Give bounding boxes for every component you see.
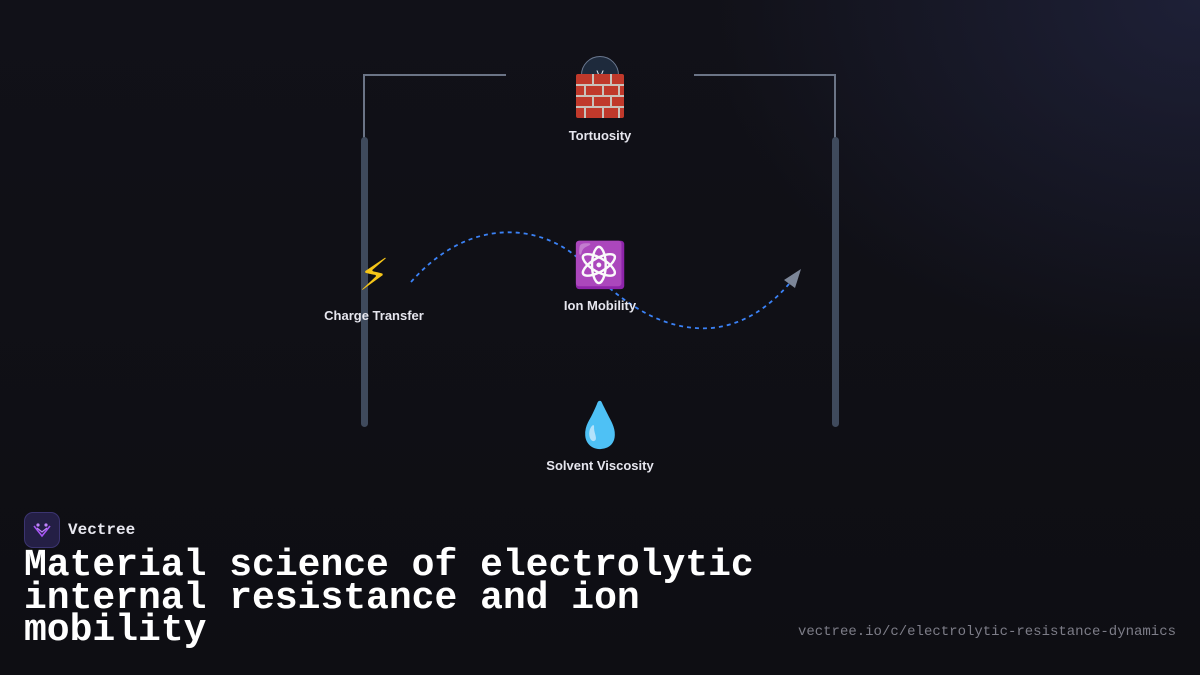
- left-electrode: [361, 137, 368, 427]
- left-wire: [363, 74, 506, 140]
- node-label-charge-transfer: Charge Transfer: [324, 308, 424, 323]
- brick-icon: [576, 74, 624, 118]
- node-charge-transfer: ⚡ Charge Transfer: [284, 250, 464, 323]
- atom-icon: ⚛️: [572, 240, 628, 291]
- lightning-icon: ⚡: [358, 250, 390, 301]
- right-electrode: [832, 137, 839, 427]
- node-solvent-viscosity: 💧 Solvent Viscosity: [510, 400, 690, 473]
- droplet-icon: 💧: [572, 400, 628, 451]
- brand-name: Vectree: [68, 521, 136, 539]
- node-tortuosity: Tortuosity: [510, 70, 690, 143]
- vectree-logo-icon: [24, 512, 60, 548]
- page-url[interactable]: vectree.io/c/electrolytic-resistance-dyn…: [797, 624, 1176, 640]
- node-label-solvent-viscosity: Solvent Viscosity: [546, 458, 654, 473]
- node-label-ion-mobility: Ion Mobility: [563, 298, 637, 313]
- node-label-tortuosity: Tortuosity: [568, 128, 632, 143]
- brand: Vectree: [24, 512, 135, 548]
- right-wire: [694, 74, 836, 140]
- flow-arrowhead: [784, 269, 801, 288]
- page-title: Material science of electrolytic interna…: [24, 544, 754, 652]
- node-ion-mobility: ⚛️ Ion Mobility: [510, 240, 690, 313]
